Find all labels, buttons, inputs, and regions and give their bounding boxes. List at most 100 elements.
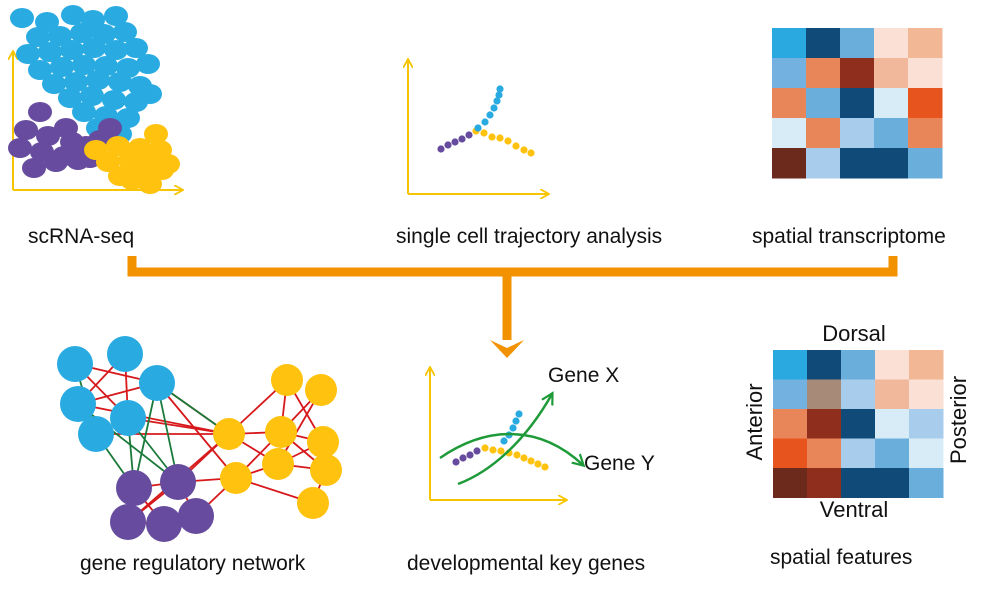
scrna-cell	[50, 57, 74, 77]
scrna-cell	[86, 70, 110, 90]
scrna-cell	[106, 136, 130, 156]
spatial-features-heatmap	[773, 350, 944, 498]
scrna-cell	[70, 23, 94, 43]
keygenes-dot	[497, 447, 505, 455]
heatmap-cell	[908, 118, 943, 149]
scrna-cell	[138, 174, 162, 194]
network-edge	[156, 382, 237, 479]
heatmap-cell	[908, 88, 943, 119]
trajectory-label: single cell trajectory analysis	[396, 225, 662, 248]
heatmap-cell	[772, 118, 807, 149]
heatmap-cell	[841, 438, 876, 469]
network-node	[305, 374, 337, 406]
trajectory-dot	[451, 138, 459, 146]
scrna-cell	[58, 88, 82, 108]
keygenes-trajectory-dots	[452, 410, 549, 471]
heatmap-cell	[875, 468, 910, 498]
scrna-cell	[98, 118, 122, 138]
scrna-cluster-yellow	[84, 124, 180, 194]
heatmap-cell	[874, 118, 909, 149]
heatmap-cell	[773, 350, 808, 380]
keygenes-dot	[512, 417, 520, 425]
heatmap-cell	[840, 118, 875, 149]
network-node	[307, 426, 339, 458]
heatmap-cell	[909, 409, 944, 439]
network-node	[271, 364, 303, 396]
scrna-cell	[108, 72, 132, 92]
heatmap-cell	[841, 350, 876, 380]
scrna-cell	[102, 90, 126, 110]
keygenes-dot	[481, 444, 489, 452]
heatmap-cell	[909, 350, 944, 380]
heatmap-cell	[909, 438, 944, 469]
scrna-cell	[14, 120, 38, 140]
heatmap-cell	[841, 468, 876, 498]
network-node	[107, 336, 143, 372]
scrna-cell	[113, 22, 137, 42]
heatmap-cell	[909, 468, 944, 498]
keygenes-dot	[527, 457, 535, 465]
heatmap-cell	[772, 88, 807, 119]
scrna-cell	[35, 12, 59, 32]
scrna-cell	[136, 54, 160, 74]
connector-bracket	[127, 256, 898, 277]
scrna-cell	[138, 84, 162, 104]
scrna-cluster-blue	[10, 5, 162, 144]
spatial-heatmap	[772, 28, 943, 179]
trajectory-dot	[490, 104, 498, 112]
scrna-cell	[72, 102, 96, 122]
heatmap-cell	[841, 409, 876, 439]
trajectory-dot	[512, 142, 520, 150]
posterior-label: Posterior	[946, 376, 971, 464]
keygenes-dot	[489, 446, 497, 454]
heatmap-cell	[875, 438, 910, 469]
heatmap-cell	[908, 58, 943, 89]
heatmap-cell	[806, 148, 841, 179]
trajectory-dot	[496, 85, 504, 93]
heatmap-cell	[772, 28, 807, 59]
network-node	[110, 504, 146, 540]
scrna-cell	[28, 60, 52, 80]
scrna-cell	[28, 102, 52, 122]
trajectory-dot	[504, 137, 512, 145]
trajectory-dot	[493, 97, 501, 105]
scrna-cell	[80, 86, 104, 106]
network-node	[116, 470, 152, 506]
heatmap-cell	[875, 409, 910, 439]
network-node	[265, 416, 297, 448]
trajectory-dot	[495, 91, 503, 99]
scrna-cell	[120, 170, 144, 190]
heatmap-cell	[773, 379, 808, 410]
scrna-cell	[144, 124, 168, 144]
scrna-cell	[22, 158, 46, 178]
heatmap-cell	[807, 468, 842, 498]
heatmap-cell	[874, 88, 909, 119]
network-label: gene regulatory network	[80, 552, 306, 575]
gene-y-curve	[439, 432, 583, 465]
network-edge	[77, 403, 230, 435]
dorsal-label: Dorsal	[822, 321, 886, 346]
heatmap-cell	[840, 28, 875, 59]
scrna-cell	[10, 8, 34, 28]
network-node	[213, 418, 245, 450]
trajectory-dot	[520, 146, 528, 154]
trajectory-dot	[481, 118, 489, 126]
gene-y-label: Gene Y	[584, 452, 655, 475]
keygenes-dot	[473, 447, 481, 455]
heatmap-cell	[874, 28, 909, 59]
network-node	[60, 386, 96, 422]
heatmap-cell	[908, 28, 943, 59]
keygenes-dot	[500, 437, 508, 445]
network-node	[78, 416, 114, 452]
heatmap-cell	[773, 409, 808, 439]
network-node	[220, 462, 252, 494]
scrna-cell	[44, 152, 68, 172]
trajectory-dot	[474, 124, 482, 132]
scrna-cell	[8, 138, 32, 158]
network-node	[139, 365, 175, 401]
keygenes-dot	[466, 451, 474, 459]
keygenes-dot	[534, 460, 542, 468]
heatmap-cell	[874, 148, 909, 179]
gene-x-label: Gene X	[548, 364, 619, 387]
